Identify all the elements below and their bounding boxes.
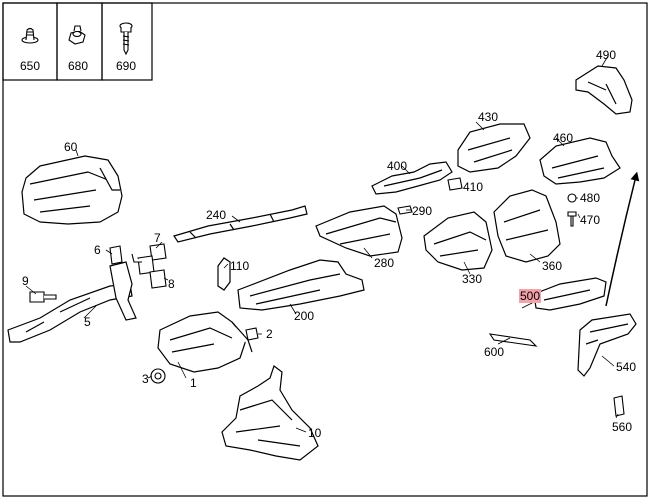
callout-3: 3: [142, 372, 149, 386]
callout-540: 540: [616, 360, 637, 374]
callout-410: 410: [463, 180, 484, 194]
part-410-shape: [447, 177, 463, 191]
part-290-shape: [397, 205, 413, 215]
callout-480: 480: [580, 191, 601, 205]
part-10-shape: [221, 365, 319, 461]
direction-arrow: [605, 171, 640, 307]
callout-2: 2: [266, 327, 273, 341]
callout-8: 8: [168, 277, 175, 291]
part-430-shape: [457, 123, 531, 173]
legend-number-650: 650: [20, 59, 41, 73]
callout-240: 240: [206, 208, 227, 222]
part-240-shape: [173, 205, 308, 243]
legend-boxes: [2, 2, 153, 81]
part-200-shape: [237, 259, 365, 311]
callout-280: 280: [374, 256, 395, 270]
callout-1: 1: [190, 376, 197, 390]
callout-470: 470: [580, 213, 601, 227]
part-9-shape: [29, 291, 57, 303]
part-60-shape: [21, 155, 123, 225]
callout-560: 560: [612, 420, 633, 434]
part-280-shape: [315, 205, 403, 257]
callout-6: 6: [94, 243, 101, 257]
callout-360: 360: [542, 259, 563, 273]
callout-430: 430: [478, 110, 499, 124]
callout-400: 400: [387, 159, 408, 173]
callout-500-highlighted: 500: [519, 289, 542, 303]
callout-10: 10: [308, 426, 322, 440]
part-400-shape: [371, 161, 453, 195]
callout-9: 9: [22, 274, 29, 288]
callout-60: 60: [64, 140, 78, 154]
callout-5: 5: [84, 315, 91, 329]
legend-number-690: 690: [116, 59, 137, 73]
part-460-shape: [539, 137, 621, 185]
part-490-shape: [575, 65, 633, 115]
part-330-shape: [423, 211, 493, 271]
part-6-7-8-shapes: [109, 243, 167, 289]
callout-290: 290: [412, 204, 433, 218]
part-110-shape: [217, 257, 231, 291]
part-470-480-shapes: [567, 193, 577, 227]
callout-7: 7: [154, 231, 161, 245]
push-clip-icon: [21, 27, 39, 44]
hex-nut-icon: [68, 25, 86, 45]
callout-200: 200: [294, 309, 315, 323]
part-600-shape: [488, 333, 538, 347]
part-1-shape: [157, 311, 253, 373]
legend-number-680: 680: [68, 59, 89, 73]
callout-460: 460: [553, 131, 574, 145]
part-5-shape: [7, 261, 137, 343]
part-500-shape: [533, 277, 607, 311]
callout-330: 330: [462, 272, 483, 286]
part-3-shape: [150, 368, 166, 384]
part-2-shape: [245, 327, 259, 341]
part-540-shape: [577, 313, 637, 377]
leader-lines: [25, 55, 619, 433]
part-560-shape: [613, 395, 625, 417]
callout-110: 110: [230, 259, 250, 273]
screw-icon: [119, 22, 133, 56]
callout-490: 490: [596, 48, 617, 62]
part-360-shape: [493, 189, 561, 263]
callout-600: 600: [484, 345, 505, 359]
